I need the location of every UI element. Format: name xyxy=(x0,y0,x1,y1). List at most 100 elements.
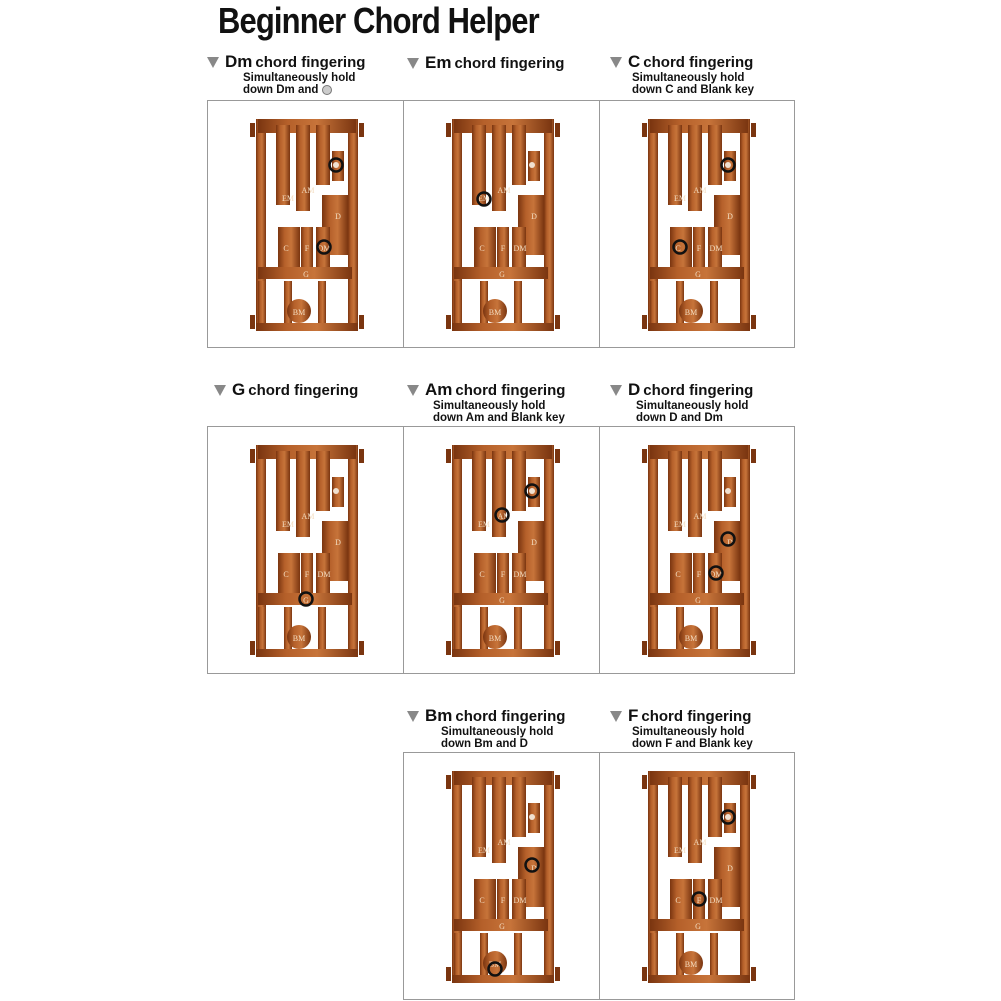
blank-key-dot xyxy=(725,814,731,820)
instruction-line-2: down Bm and D xyxy=(441,738,528,750)
key-label-d: D xyxy=(531,212,537,221)
finger-circle-bm xyxy=(487,961,503,977)
finger-circle-blank xyxy=(524,483,540,499)
key-label-am: AM xyxy=(498,512,511,521)
instruction-line-1: Simultaneously hold xyxy=(441,726,554,738)
key-label-c: C xyxy=(283,244,288,253)
chord-fingering-label: chord fingering xyxy=(248,382,359,399)
key-label-d: D xyxy=(531,538,537,547)
triangle-marker-icon xyxy=(407,385,419,396)
key-label-f: F xyxy=(305,244,310,253)
chord-fingering-label: chord fingering xyxy=(454,55,565,72)
chord-name: C xyxy=(628,52,641,71)
instruction-line-2: down Dm and xyxy=(243,84,319,96)
chord-fingering-label: chord fingering xyxy=(255,54,366,71)
finger-circle-c xyxy=(672,239,688,255)
chord-fingering-label: chord fingering xyxy=(643,54,754,71)
chord-name: F xyxy=(628,706,639,725)
key-label-bm: BM xyxy=(489,308,501,317)
triangle-marker-icon xyxy=(407,58,419,69)
key-label-am: AM xyxy=(694,512,707,521)
key-label-g: G xyxy=(303,270,309,279)
chord-name: D xyxy=(628,380,641,399)
chord-name: Bm xyxy=(425,706,453,725)
key-label-em: EM xyxy=(674,520,686,529)
key-label-c: C xyxy=(479,244,484,253)
key-label-c: C xyxy=(675,244,680,253)
key-label-f: F xyxy=(501,896,506,905)
key-label-f: F xyxy=(501,244,506,253)
key-label-c: C xyxy=(479,896,484,905)
key-label-am: AM xyxy=(498,838,511,847)
key-label-f: F xyxy=(697,244,702,253)
triangle-marker-icon xyxy=(610,57,622,68)
triangle-marker-icon xyxy=(610,385,622,396)
finger-circle-blank xyxy=(328,157,344,173)
key-label-bm: BM xyxy=(489,634,501,643)
key-label-am: AM xyxy=(302,512,315,521)
key-label-em: EM xyxy=(674,846,686,855)
key-label-am: AM xyxy=(694,186,707,195)
instruction-line-1: Simultaneously hold xyxy=(636,400,749,412)
finger-circle-g xyxy=(298,591,314,607)
blank-key-dot xyxy=(725,162,731,168)
key-label-em: EM xyxy=(478,846,490,855)
finger-circle-blank xyxy=(720,157,736,173)
key-label-bm: BM xyxy=(293,634,305,643)
finger-circle-dm xyxy=(316,239,332,255)
finger-circle-d xyxy=(720,531,736,547)
key-label-f: F xyxy=(697,896,702,905)
key-label-f: F xyxy=(501,570,506,579)
blank-key-dot xyxy=(725,488,731,494)
blank-key-dot xyxy=(333,488,339,494)
chord-name: G xyxy=(232,380,246,399)
chord-name: Dm xyxy=(225,52,253,71)
triangle-marker-icon xyxy=(214,385,226,396)
key-label-g: G xyxy=(695,270,701,279)
key-label-dm: DM xyxy=(710,896,723,905)
blank-key-dot xyxy=(529,162,535,168)
blank-key-dot-icon xyxy=(322,84,333,95)
finger-circle-blank xyxy=(720,809,736,825)
key-label-f: F xyxy=(697,570,702,579)
key-label-d: D xyxy=(727,212,733,221)
key-label-d: D xyxy=(335,212,341,221)
key-label-g: G xyxy=(695,596,701,605)
chord-fingering-label: chord fingering xyxy=(643,382,754,399)
instruction-line-1: Simultaneously hold xyxy=(632,726,745,738)
key-label-em: EM xyxy=(282,520,294,529)
key-label-dm: DM xyxy=(514,570,527,579)
key-label-dm: DM xyxy=(318,244,331,253)
blank-key-dot xyxy=(529,488,535,494)
finger-circle-dm xyxy=(708,565,724,581)
key-label-bm: BM xyxy=(685,308,697,317)
key-label-em: EM xyxy=(674,194,686,203)
instruction-line-2: down F and Blank key xyxy=(632,738,753,750)
key-label-c: C xyxy=(283,570,288,579)
key-label-am: AM xyxy=(498,186,511,195)
instruction-line-2: down D and Dm xyxy=(636,412,723,424)
key-label-em: EM xyxy=(478,194,490,203)
triangle-marker-icon xyxy=(610,711,622,722)
key-label-d: D xyxy=(727,538,733,547)
